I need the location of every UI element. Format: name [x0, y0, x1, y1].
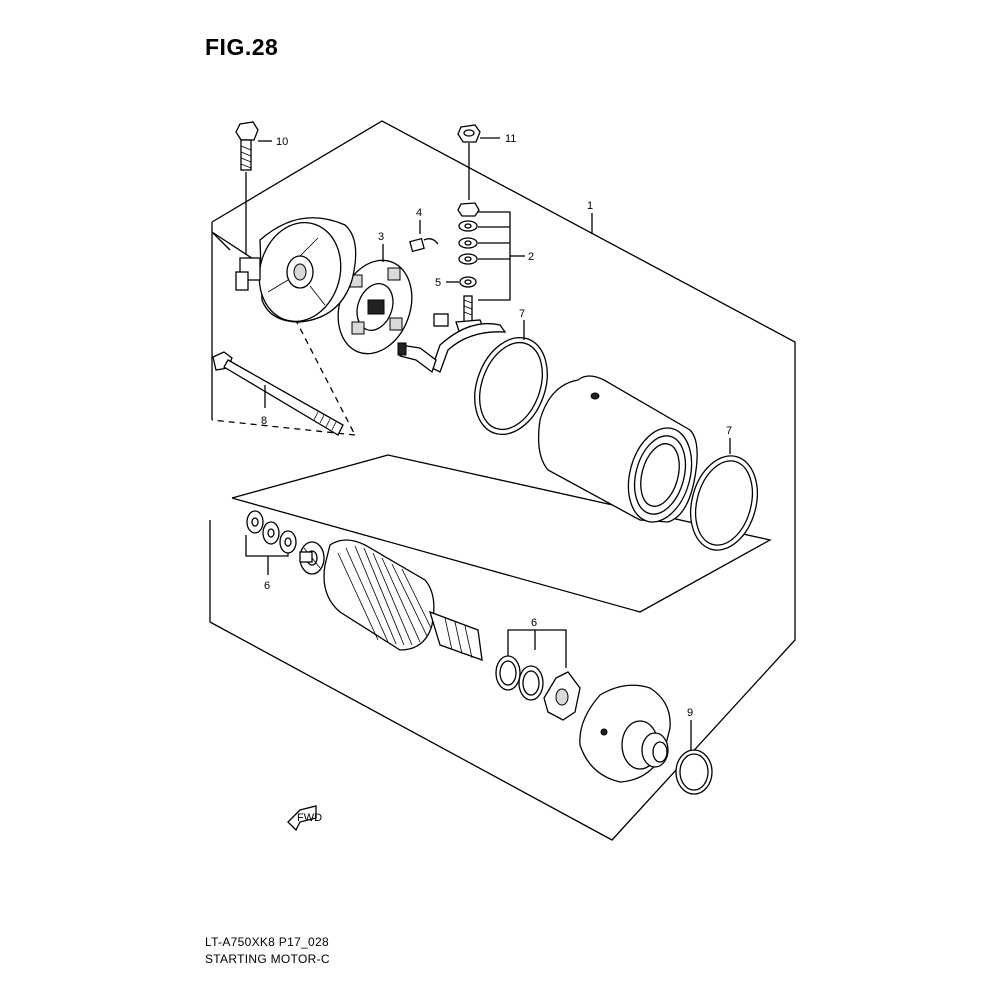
through-bolt-8 — [212, 351, 344, 436]
callout-10: 10 — [276, 136, 288, 148]
armature — [299, 539, 483, 661]
callout-5: 5 — [435, 277, 441, 289]
front-housing — [579, 684, 671, 783]
o-ring-9 — [675, 720, 713, 795]
fwd-label: FWD — [297, 812, 322, 824]
brush-holder-3 — [337, 244, 413, 355]
washer-5 — [446, 276, 477, 288]
callout-1: 1 — [587, 200, 593, 212]
callout-8: 8 — [261, 415, 267, 427]
lock-plate — [543, 671, 581, 721]
callout-7a: 7 — [519, 308, 525, 320]
washer-set-2 — [457, 202, 525, 301]
callout-11: 11 — [505, 133, 516, 145]
callout-2: 2 — [528, 251, 534, 263]
callout-9: 9 — [687, 707, 693, 719]
figure-name: STARTING MOTOR-C — [205, 952, 330, 966]
callout-6a: 6 — [264, 580, 270, 592]
brush-lead-plate — [397, 313, 507, 374]
washer-set-6-right — [495, 629, 567, 701]
o-ring-7-upper — [474, 320, 548, 436]
bolt-10 — [235, 121, 272, 255]
callout-3: 3 — [378, 231, 384, 243]
rear-housing — [235, 217, 357, 323]
figure-code: LT-A750XK8 P17_028 — [205, 935, 329, 949]
assembly-outline — [209, 120, 796, 841]
callout-7b: 7 — [726, 425, 732, 437]
o-ring-7-lower — [690, 438, 758, 551]
fwd-arrow-icon: FWD — [287, 805, 322, 832]
callout-4: 4 — [416, 207, 422, 219]
motor-yoke — [537, 375, 698, 523]
nut-11 — [457, 124, 500, 200]
brush-4 — [409, 220, 439, 253]
washer-set-6-left — [245, 510, 297, 575]
callout-6b: 6 — [531, 617, 537, 629]
figure-title: FIG.28 — [205, 34, 279, 60]
